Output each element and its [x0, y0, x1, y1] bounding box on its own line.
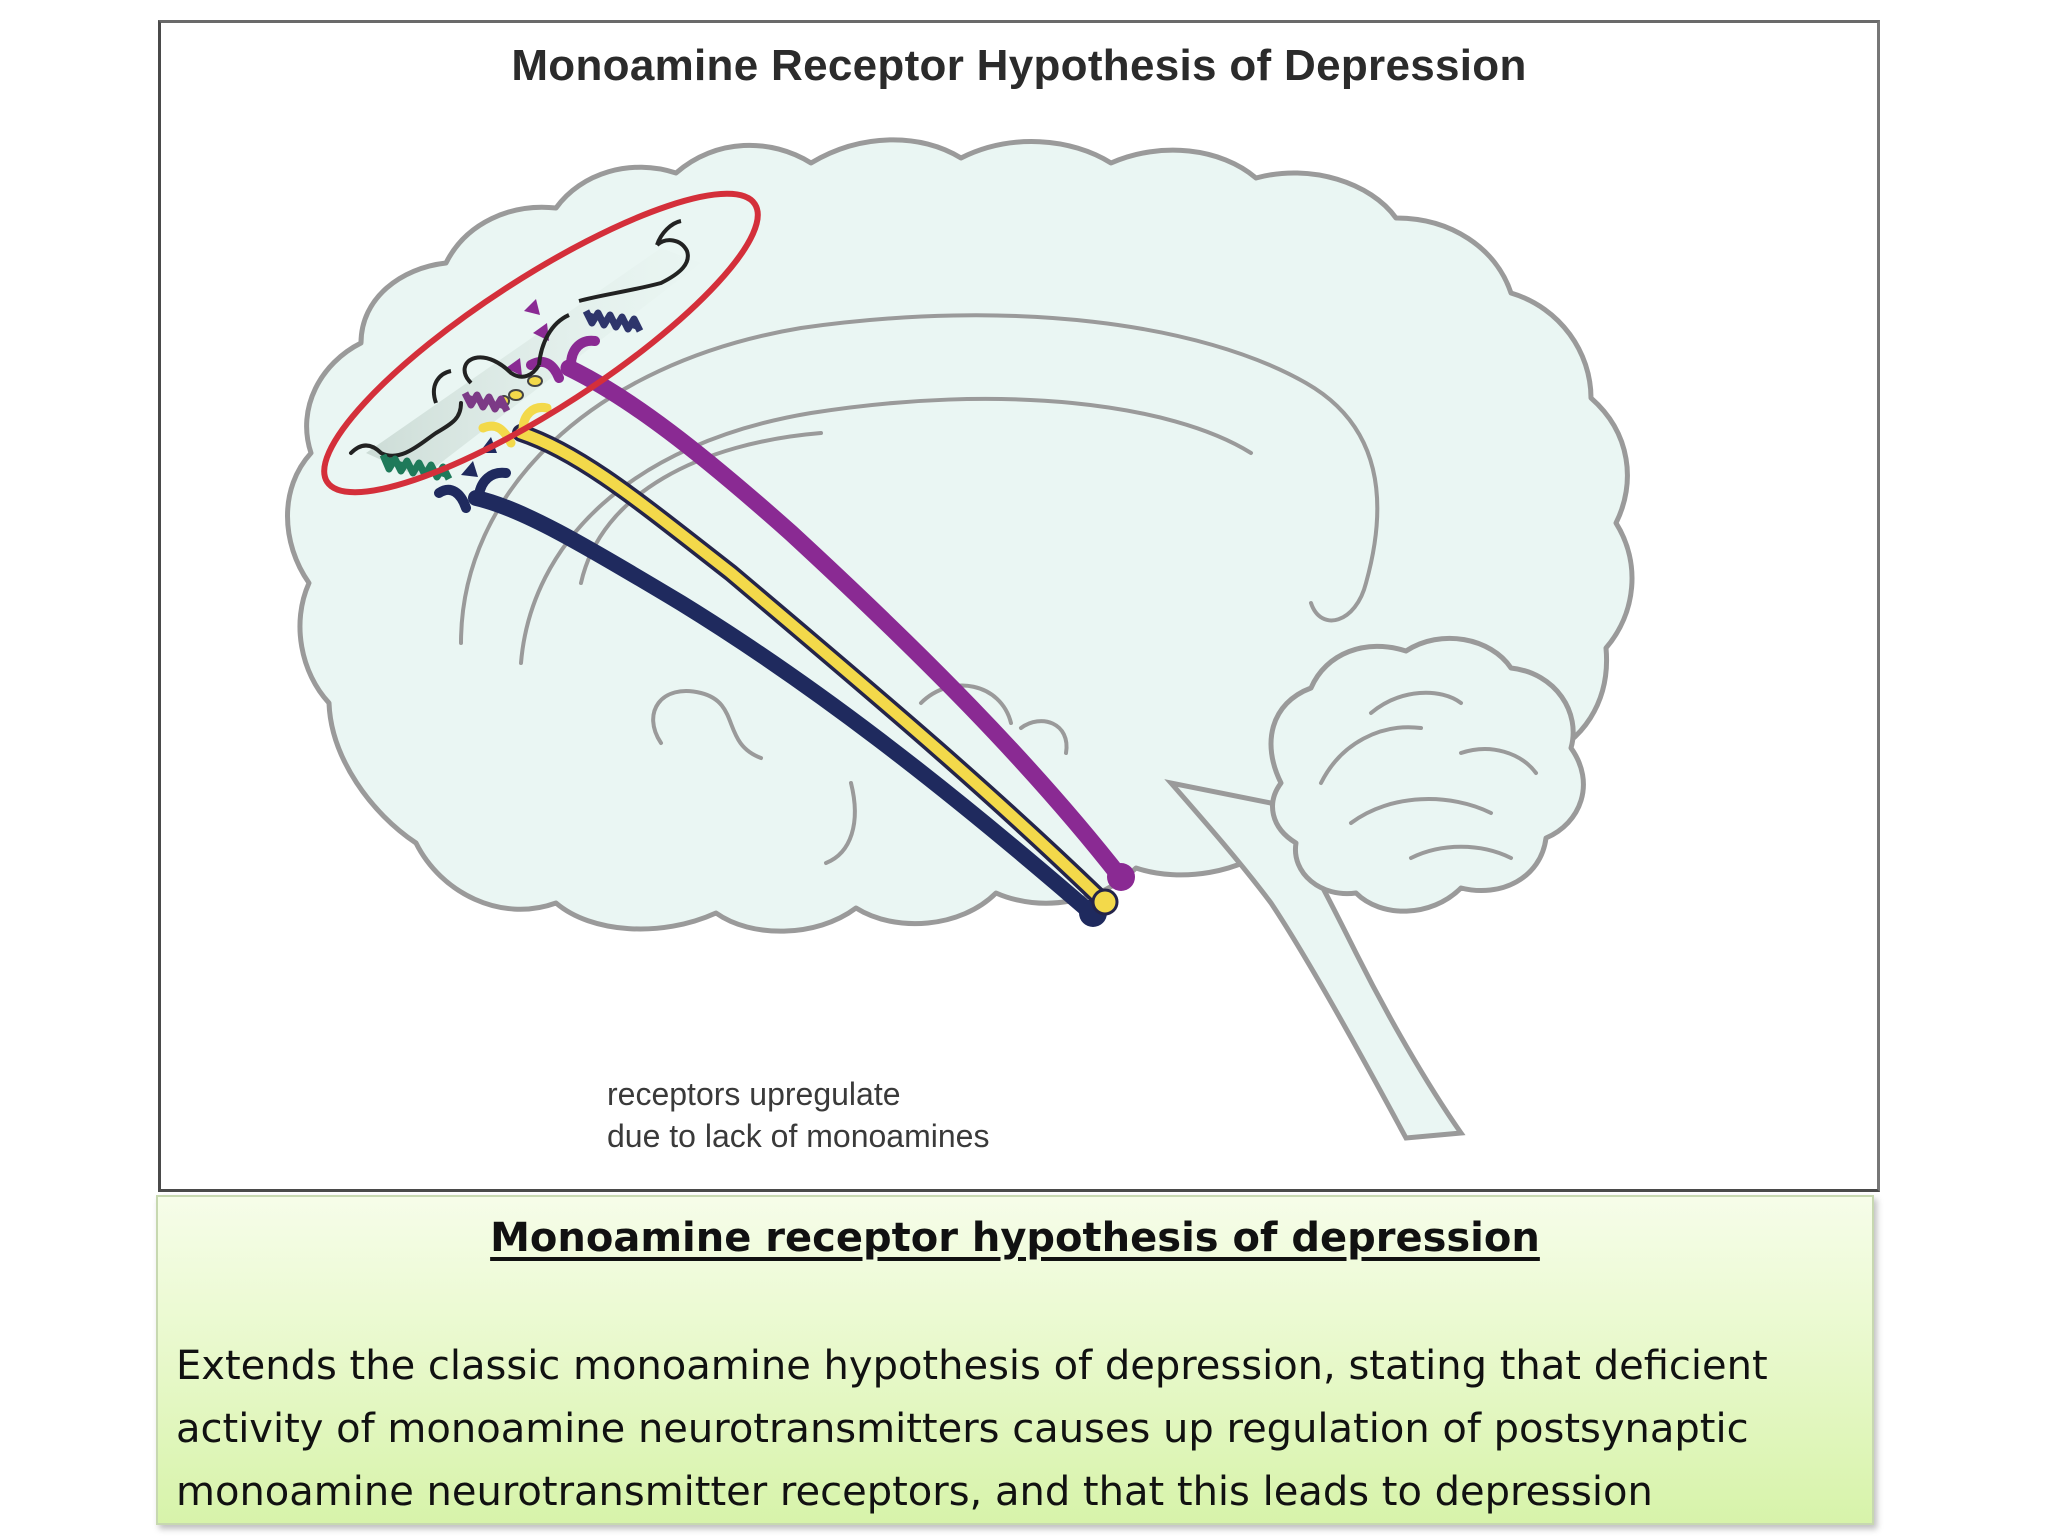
brain-diagram [285, 137, 1635, 1141]
postsynaptic-receptors [349, 219, 690, 481]
neuron-yellow [478, 402, 1119, 916]
highlight-ellipse [321, 190, 761, 496]
receptor-annotation: receptors upregulate due to lack of mono… [607, 1073, 989, 1157]
neuron-navy [434, 467, 1107, 927]
cerebellum-folia [1319, 690, 1538, 860]
cerebellum [1268, 635, 1586, 914]
diagram-figure: Monoamine Receptor Hypothesis of Depress… [158, 20, 1880, 1192]
brain-sulci [459, 313, 1380, 865]
annotation-line-1: receptors upregulate [607, 1076, 901, 1112]
brainstem [1164, 779, 1466, 1141]
neuron-purple [526, 335, 1135, 891]
caption-body: Extends the classic monoamine hypothesis… [176, 1343, 1768, 1515]
annotation-line-2: due to lack of monoamines [607, 1118, 990, 1154]
caption-box: Monoamine receptor hypothesis of depress… [156, 1195, 1874, 1525]
figure-title: Monoamine Receptor Hypothesis of Depress… [511, 41, 1527, 90]
caption-heading: Monoamine receptor hypothesis of depress… [490, 1215, 1540, 1261]
